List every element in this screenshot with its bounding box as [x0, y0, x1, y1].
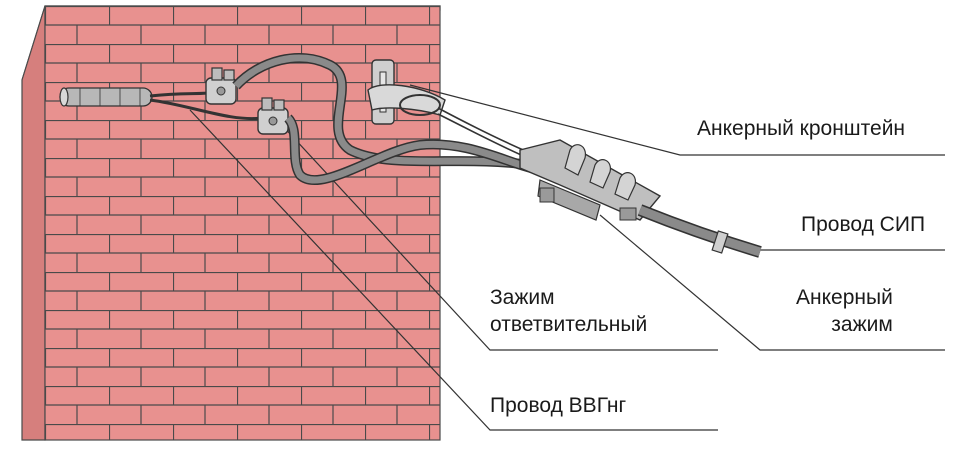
wall-side-face	[21, 5, 46, 441]
leader-branch-clamp	[267, 109, 718, 351]
label-branch-clamp-line1: Зажим	[490, 286, 555, 309]
label-anchor-bracket: Анкерный кронштейн	[697, 117, 906, 140]
label-vvg-wire: Провод ВВГнг	[490, 394, 627, 417]
branch-clamp-upper	[205, 67, 237, 105]
label-anchor-clamp-line1: Анкерный	[796, 286, 893, 309]
branch-wires	[232, 53, 541, 186]
wall-sleeve	[59, 87, 153, 107]
sip-wire	[637, 204, 762, 258]
messenger-cable	[437, 107, 529, 159]
leader-anchor-bracket	[409, 84, 945, 156]
label-anchor-clamp-line2: зажим	[831, 313, 893, 336]
leader-lines	[189, 84, 945, 431]
clamp-wedges	[564, 144, 637, 201]
branch-clamp-lower	[257, 97, 289, 135]
label-anchor-clamp: Анкерный зажим	[796, 284, 893, 338]
anchor-clamp	[519, 139, 662, 221]
leader-vvg	[189, 109, 718, 431]
anchor-bracket	[367, 59, 446, 125]
label-sip-wire: Провод СИП	[801, 213, 926, 236]
label-branch-clamp: Зажим ответвительный	[490, 284, 647, 338]
label-branch-clamp-line2: ответвительный	[490, 313, 648, 336]
leader-anchor-clamp	[599, 214, 945, 351]
